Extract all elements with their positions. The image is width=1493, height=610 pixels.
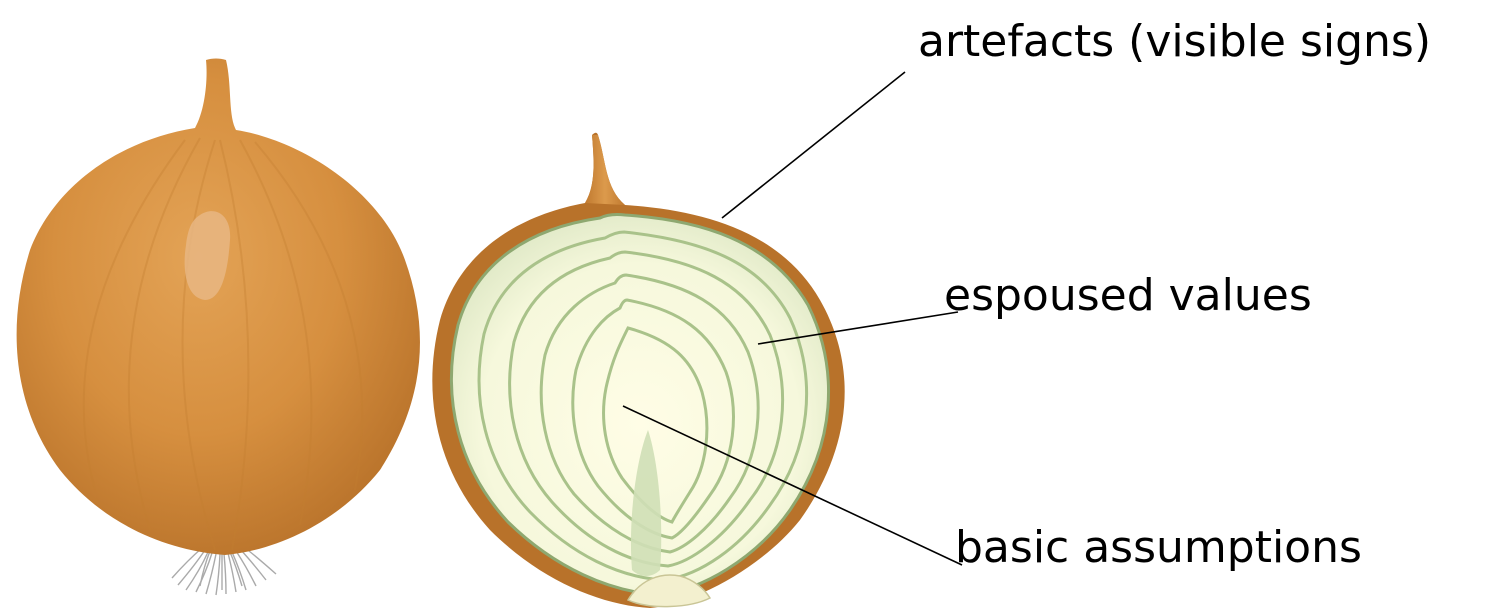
label-espoused-values: espoused values — [944, 270, 1312, 321]
cut-onion-stem — [585, 135, 625, 205]
whole-onion — [17, 59, 420, 596]
leader-line-artefacts — [722, 72, 905, 218]
label-artefacts: artefacts (visible signs) — [918, 16, 1431, 67]
onion-skin — [17, 59, 420, 556]
cut-onion — [432, 133, 844, 608]
label-basic-assumptions: basic assumptions — [955, 522, 1362, 573]
